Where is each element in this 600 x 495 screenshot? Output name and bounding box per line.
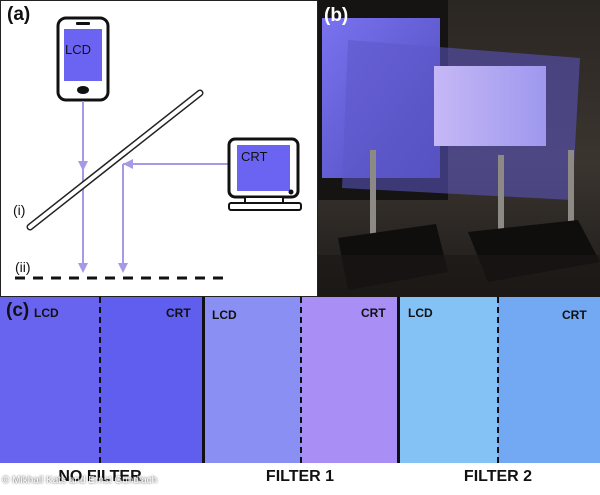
swatch-filter1-crt [301,297,397,463]
filter1-crt-label: CRT [361,306,386,320]
photo-credit: © Mikhail Kats and Ernst Gundlach [2,475,158,486]
swatch-filter1-lcd [205,297,301,463]
crt-arrow-icon [123,159,133,169]
beam-splitter-plate [26,89,204,231]
swatch-nofilter-lcd [0,297,100,463]
swatch-filter2-lcd [400,297,498,463]
lcd-arrow-bottom-icon [78,263,88,273]
stand-right [498,155,504,245]
setup-schematic [15,16,302,280]
crt-label: CRT [241,149,268,164]
group-separator [202,297,205,463]
crt-monitor-icon [227,137,302,211]
filter1-lcd-label: LCD [212,308,237,322]
panel-a-label: (a) [7,4,31,25]
nofilter-caption: NO FILTER [58,468,142,485]
panel-c-comparison: (c) LCD CRT LCD CRT LCD CRT NO FILTER FI… [0,297,600,495]
panel-a-diagram: (a) LCD CRT (i) (ii) [0,0,318,297]
panel-b-photo: (b) [318,0,600,297]
group-separator [397,297,400,463]
split-dashed-line [497,297,499,463]
split-dashed-line [300,297,302,463]
swatch-filter2-crt [498,297,600,463]
lcd-arrow-icon [78,161,88,171]
crt-arrow-bottom-icon [118,263,128,273]
filter2-caption: FILTER 2 [463,468,533,485]
split-dashed-line [99,297,101,463]
panel-b-label: (b) [324,5,349,26]
screen-label: (ii) [15,259,31,275]
swatch-nofilter-crt [100,297,202,463]
nofilter-crt-label: CRT [166,306,191,320]
nofilter-lcd-label: LCD [34,306,59,320]
mirror-label: (i) [13,202,26,218]
filter2-crt-label: CRT [562,308,587,322]
crt-screen-glow [434,66,546,146]
filter2-lcd-label: LCD [408,306,433,320]
setup-photo [318,0,600,297]
filter1-caption: FILTER 1 [265,468,335,485]
lcd-phone-icon [56,16,110,102]
stand-far-right [568,150,574,245]
panel-c-label: (c) [6,300,30,321]
stand-left [370,150,376,245]
lcd-label: LCD [65,42,92,57]
